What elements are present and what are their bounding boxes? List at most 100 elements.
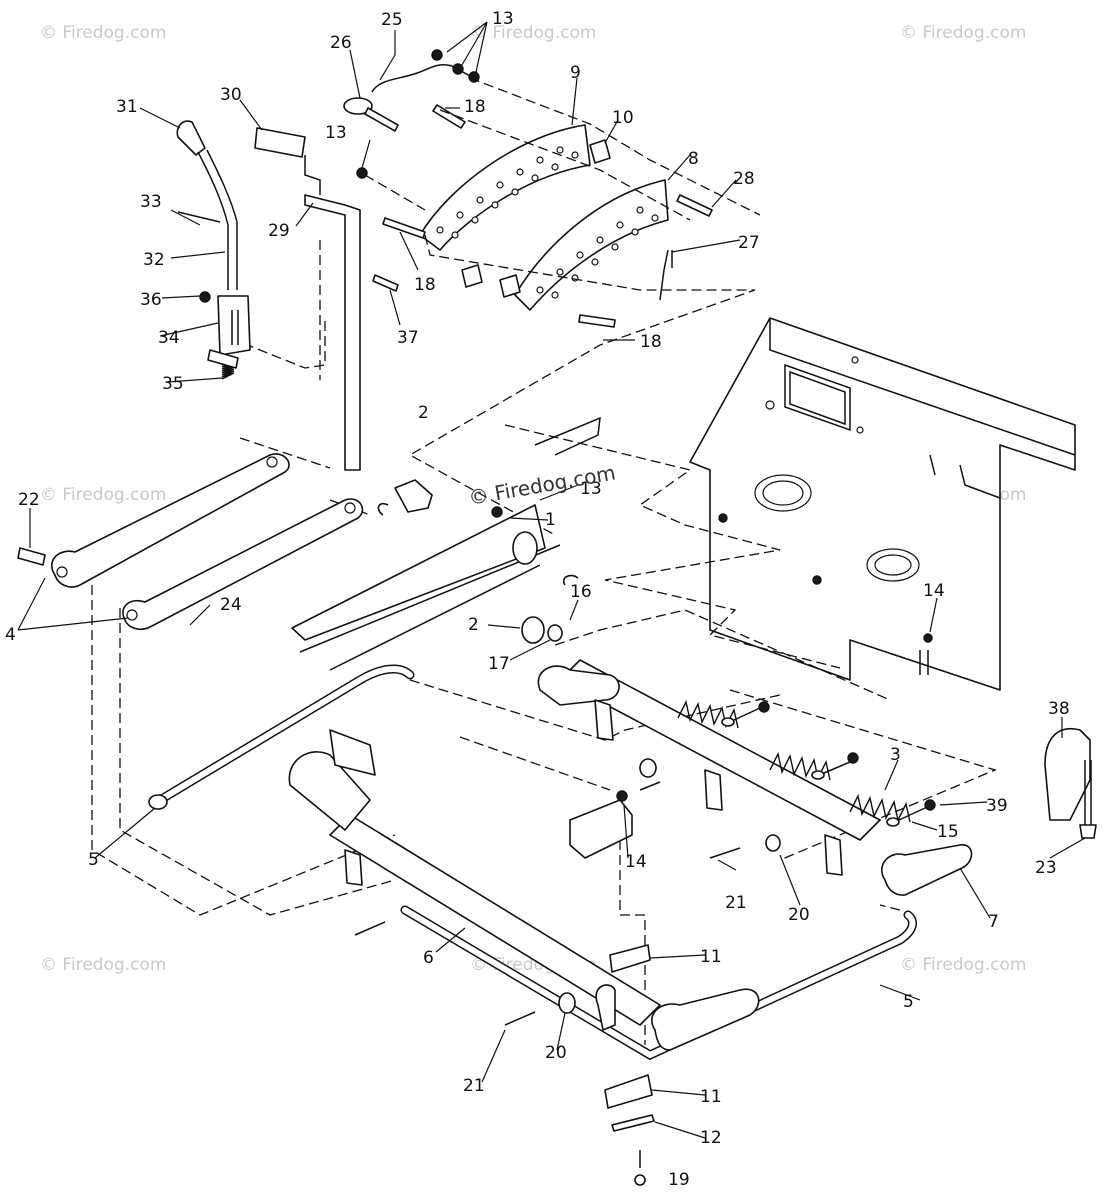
nut-13 xyxy=(431,49,443,61)
lever-29 xyxy=(304,194,361,471)
callout-7: 7 xyxy=(988,912,999,932)
callout-27: 27 xyxy=(738,233,760,253)
callout-labels: 25 13 26 9 31 30 18 10 13 8 28 33 29 27 … xyxy=(5,9,1070,1190)
watermark: © Firedog.com xyxy=(40,485,166,505)
nut-39 xyxy=(924,799,936,811)
callout-21: 21 xyxy=(725,893,747,913)
callout-22: 22 xyxy=(18,490,40,510)
callout-15: 15 xyxy=(937,822,959,842)
callout-19: 19 xyxy=(668,1170,690,1190)
callout-26: 26 xyxy=(330,33,352,53)
cross-shaft xyxy=(559,659,881,841)
callout-14: 14 xyxy=(923,581,945,601)
callout-25: 25 xyxy=(381,10,403,30)
callout-30: 30 xyxy=(220,85,242,105)
callout-4: 4 xyxy=(5,625,16,645)
rock-shafts xyxy=(288,659,973,1051)
watermark: © Firedog.com xyxy=(470,23,596,43)
bracket-38-assembly xyxy=(1044,728,1097,839)
link-4-lower xyxy=(122,498,364,630)
callout-32: 32 xyxy=(143,250,165,270)
callout-11: 11 xyxy=(700,947,722,967)
nut-13 xyxy=(491,506,503,518)
spacer xyxy=(499,274,521,298)
callout-1: 1 xyxy=(545,510,556,530)
callout-21: 21 xyxy=(463,1076,485,1096)
callout-11: 11 xyxy=(700,1087,722,1107)
callout-17: 17 xyxy=(488,654,510,674)
callout-38: 38 xyxy=(1048,699,1070,719)
bracket-38 xyxy=(1044,728,1091,821)
watermark-center: © Firedog.com xyxy=(467,460,618,509)
nut-13 xyxy=(356,167,368,179)
callout-13: 13 xyxy=(580,479,602,499)
bushing xyxy=(512,531,538,565)
nut-36 xyxy=(199,291,211,303)
callout-18: 18 xyxy=(414,275,436,295)
chassis-frame xyxy=(689,317,1076,691)
lift-lever-assembly xyxy=(176,120,399,471)
callout-6: 6 xyxy=(423,948,434,968)
callout-3: 3 xyxy=(890,745,901,765)
callout-20: 20 xyxy=(545,1043,567,1063)
bushing-2 xyxy=(521,616,545,644)
pivot-arm-1 xyxy=(291,504,546,641)
plate-holes xyxy=(436,146,659,299)
washer xyxy=(639,758,657,778)
clamp-11-upper xyxy=(609,944,651,973)
nut-13 xyxy=(468,71,480,83)
plate-12 xyxy=(611,1114,655,1132)
pedal-plate-assembly xyxy=(343,49,713,328)
callout-5: 5 xyxy=(88,850,99,870)
watermark: © Firedog.com xyxy=(900,955,1026,975)
pin xyxy=(207,349,239,369)
callout-16: 16 xyxy=(570,582,592,602)
nut-14 xyxy=(923,633,933,643)
callout-28: 28 xyxy=(733,169,755,189)
callout-33: 33 xyxy=(140,192,162,212)
callout-35: 35 xyxy=(162,374,184,394)
bolt-22 xyxy=(17,547,46,566)
watermark: © Firedog.com xyxy=(40,955,166,975)
arm-7-lower xyxy=(651,988,760,1051)
callout-13: 13 xyxy=(492,9,514,29)
callout-10: 10 xyxy=(612,108,634,128)
lift-rods xyxy=(148,664,917,1061)
washer-17 xyxy=(547,624,563,642)
bolt-23 xyxy=(1079,824,1097,839)
pedal-pad-30 xyxy=(254,127,306,158)
bracket-14 xyxy=(569,799,633,859)
watermark: © Firedog.com xyxy=(900,23,1026,43)
bolt-28 xyxy=(676,194,713,217)
handle-grip-31 xyxy=(176,120,206,156)
screw-37 xyxy=(372,274,399,292)
callout-20: 20 xyxy=(788,905,810,925)
nut-14 xyxy=(616,790,628,802)
callout-13: 13 xyxy=(325,123,347,143)
bracket xyxy=(329,729,376,776)
arm-7 xyxy=(881,844,973,896)
linkage-arms xyxy=(17,349,601,671)
bracket-34 xyxy=(217,295,251,356)
watermark: © Firedog.com xyxy=(40,23,166,43)
small-hardware xyxy=(354,502,933,1186)
callout-5: 5 xyxy=(903,992,914,1012)
springs xyxy=(677,699,936,827)
lift-arm xyxy=(288,751,371,831)
washer-20 xyxy=(765,834,781,852)
callout-39: 39 xyxy=(986,796,1008,816)
callout-29: 29 xyxy=(268,221,290,241)
callout-36: 36 xyxy=(140,290,162,310)
callout-18: 18 xyxy=(640,332,662,352)
callout-2: 2 xyxy=(418,403,429,423)
callout-2: 2 xyxy=(468,615,479,635)
clamp-11-lower xyxy=(604,1074,653,1109)
pin-26 xyxy=(343,97,373,115)
callout-34: 34 xyxy=(158,328,180,348)
bushing-2 xyxy=(394,479,433,513)
bolt-18 xyxy=(382,217,426,239)
callout-24: 24 xyxy=(220,595,242,615)
leader-lines xyxy=(17,21,1086,1139)
